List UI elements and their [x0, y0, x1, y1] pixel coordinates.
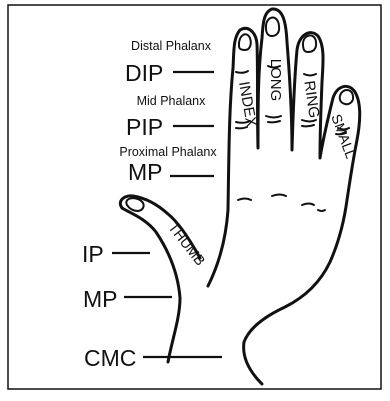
finger-label-ring: RING [300, 80, 322, 120]
label-dip: DIP [125, 60, 163, 86]
label-cmc: CMC [84, 345, 136, 371]
label-mp-upper: MP [128, 159, 163, 185]
ring-nail [303, 35, 316, 52]
finger-label-small: SMALL [328, 112, 359, 161]
label-proximal-phalanx: Proximal Phalanx [119, 145, 217, 159]
label-pip: PIP [126, 114, 163, 140]
index-nail [239, 34, 251, 50]
label-ip: IP [82, 241, 104, 267]
long-nail [266, 18, 279, 36]
label-distal-phalanx: Distal Phalanx [131, 39, 212, 53]
small-nail [340, 90, 353, 104]
diagram-frame [8, 5, 381, 389]
label-mp-lower: MP [83, 286, 118, 312]
label-mid-phalanx: Mid Phalanx [137, 94, 207, 108]
finger-label-long: LONG [267, 59, 284, 102]
thumb-and-wrist-outline [120, 196, 200, 362]
thumb-nail [126, 198, 143, 211]
